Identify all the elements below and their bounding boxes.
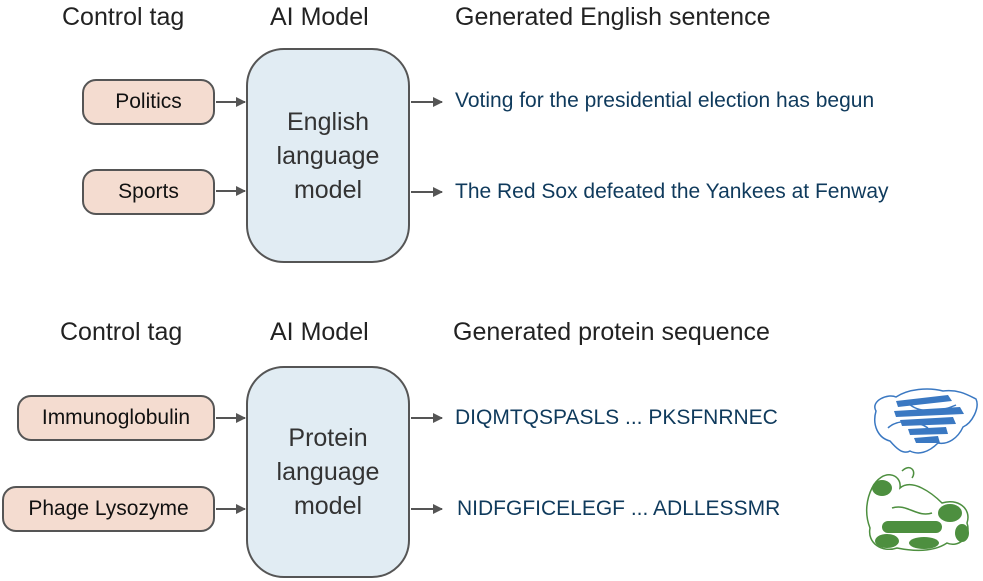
tag-immunoglobulin: Immunoglobulin [17,395,215,441]
generated-sentence: The Red Sox defeated the Yankees at Fenw… [455,180,889,203]
generated-protein-sequence: NIDFGFICELEGF ... ADLLESSMR [457,497,781,520]
model-label-line: language [276,458,380,486]
control-tag-header: Control tag [60,318,183,346]
output-header: Generated English sentence [455,3,771,31]
tag-politics: Politics [82,79,215,125]
control-tag-header: Control tag [62,3,185,31]
model-label-line: Protein [288,424,368,452]
tag-sports: Sports [82,169,215,215]
ai-model-header: AI Model [270,3,369,31]
ai-model-header: AI Model [270,318,369,346]
phage-lysozyme-structure-icon [865,466,969,552]
immunoglobulin-structure-icon [874,388,978,454]
output-header: Generated protein sequence [453,318,770,346]
model-label-line: language [276,141,380,170]
model-label-line: model [293,492,363,520]
generated-sentence: Voting for the presidential election has… [455,89,875,112]
model-label-line: English [287,107,369,136]
tag-phage-lysozyme: Phage Lysozyme [2,486,215,532]
model-label-line: model [293,175,363,204]
generated-protein-sequence: DIQMTQSPASLS ... PKSFNRNEC [455,406,778,429]
english-language-model-box: English language model [246,48,410,263]
protein-language-model-box: Protein language model [246,366,410,578]
